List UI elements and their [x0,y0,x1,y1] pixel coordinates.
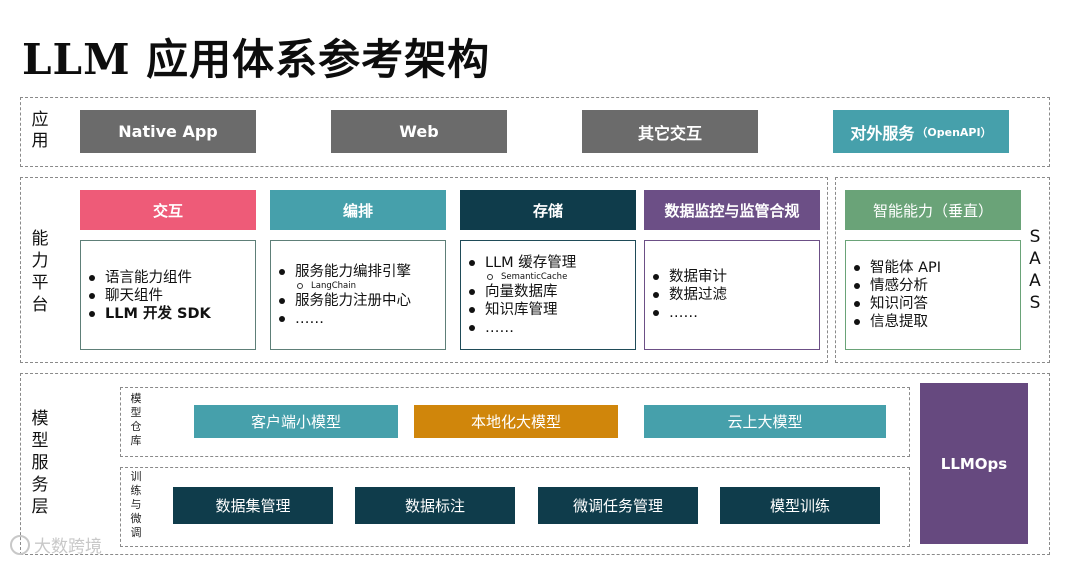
app-layer-label: 应 用 [31,110,49,151]
app-layer [20,97,1050,167]
storage-card: LLM 缓存管理 SemanticCache 向量数据库 知识库管理 …… [460,240,636,350]
model-layer [20,373,1050,555]
watermark-logo-icon [10,534,30,555]
list-item: 聊天组件 [81,287,255,305]
model-layer-label: 模 型 服 务 层 [31,409,49,517]
monitoring-header: 数据监控与监管合规 [644,190,820,230]
watermark: 大数跨境 [10,532,102,557]
openapi-button[interactable]: 对外服务 （OpenAPI） [833,110,1009,153]
storage-header: 存储 [460,190,636,230]
intelligence-card: 智能体 API 情感分析 知识问答 信息提取 [845,240,1021,350]
other-interaction-button[interactable]: 其它交互 [582,110,758,153]
platform-layer [20,177,828,363]
list-item: …… [271,310,445,328]
list-item: 信息提取 [846,313,1020,331]
list-subitem: SemanticCache [461,272,635,283]
training-label: 训 练 与 微 调 [130,470,142,539]
list-item: 服务能力编排引擎 [271,263,445,281]
model-repo-group [120,387,910,457]
list-subitem: LangChain [271,281,445,292]
list-item: 数据过滤 [645,286,819,304]
model-training-button[interactable]: 模型训练 [720,487,880,524]
web-button[interactable]: Web [331,110,507,153]
intelligence-header: 智能能力（垂直） [845,190,1021,230]
model-repo-label: 模 型 仓 库 [130,392,142,447]
list-item: 数据审计 [645,268,819,286]
interaction-card: 语言能力组件 聊天组件 LLM 开发 SDK [80,240,256,350]
interaction-header: 交互 [80,190,256,230]
list-item: 知识库管理 [461,301,635,319]
openapi-label: 对外服务 [850,123,915,143]
list-item: LLM 开发 SDK [81,305,255,323]
orchestration-card: 服务能力编排引擎 LangChain 服务能力注册中心 …… [270,240,446,350]
training-group [120,467,910,547]
list-item: 服务能力注册中心 [271,292,445,310]
orchestration-header: 编排 [270,190,446,230]
watermark-text: 大数跨境 [34,537,102,557]
list-item: 语言能力组件 [81,269,255,287]
list-item: 情感分析 [846,277,1020,295]
finetune-task-button[interactable]: 微调任务管理 [538,487,698,524]
list-item: LLM 缓存管理 [461,254,635,272]
cloud-large-model-button[interactable]: 云上大模型 [644,405,886,438]
list-item: …… [645,304,819,322]
saas-label: S A A S [1029,227,1041,313]
list-item: 智能体 API [846,259,1020,277]
list-item: …… [461,319,635,337]
list-item: 向量数据库 [461,283,635,301]
dataset-management-button[interactable]: 数据集管理 [173,487,333,524]
platform-layer-label: 能 力 平 台 [31,229,49,315]
page-title: LLM 应用体系参考架构 [22,35,491,84]
data-labeling-button[interactable]: 数据标注 [355,487,515,524]
openapi-sublabel: （OpenAPI） [916,125,992,139]
saas-layer [835,177,1050,363]
client-small-model-button[interactable]: 客户端小模型 [194,405,398,438]
list-item: 知识问答 [846,295,1020,313]
llmops-button[interactable]: LLMOps [920,383,1028,544]
native-app-button[interactable]: Native App [80,110,256,153]
monitoring-card: 数据审计 数据过滤 …… [644,240,820,350]
local-large-model-button[interactable]: 本地化大模型 [414,405,618,438]
